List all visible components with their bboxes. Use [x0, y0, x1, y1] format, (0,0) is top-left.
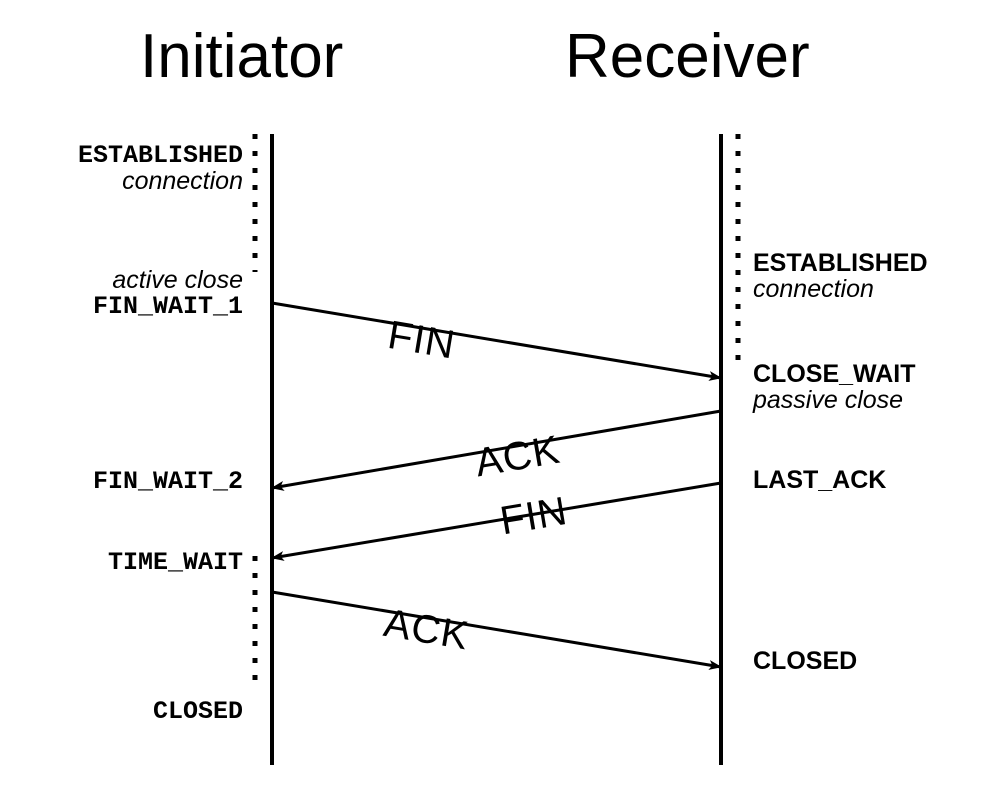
msg-ack-2-arrow: [271, 590, 722, 670]
initiator-time-wait-state: TIME_WAIT: [107, 548, 243, 577]
initiator-fin-wait-1-state: FIN_WAIT_1: [92, 291, 243, 321]
msg-ack-1-arrow: [271, 409, 722, 491]
initiator-fin-wait-1-sub: active close: [112, 266, 243, 294]
message-arrow-layer: [271, 301, 722, 670]
msg-fin-2-arrow: [271, 481, 722, 561]
initiator-established-sub: connection: [122, 166, 243, 195]
page-title-receiver: Receiver: [565, 22, 810, 91]
initiator-closed: CLOSED: [0, 699, 243, 725]
initiator-fin-wait-2-state: FIN_WAIT_2: [92, 467, 243, 496]
lifeline-layer: [270, 134, 723, 765]
receiver-close-wait-state: CLOSE_WAIT: [753, 360, 916, 388]
receiver-closed: CLOSED: [753, 647, 858, 675]
receiver-last-ack-state: LAST_ACK: [753, 466, 887, 494]
receiver-established-sub: connection: [753, 274, 874, 303]
receiver-last-ack: LAST_ACK: [753, 466, 887, 494]
receiver-closed-state: CLOSED: [753, 647, 858, 675]
initiator-time-wait: TIME_WAIT: [0, 550, 243, 576]
initiator-closed-state: CLOSED: [152, 697, 243, 726]
page-title-initiator: Initiator: [140, 22, 344, 91]
receiver-established-state: ESTABLISHED: [753, 249, 928, 277]
initiator-fin-wait-2: FIN_WAIT_2: [0, 469, 243, 495]
initiator-established-state: ESTABLISHED: [77, 141, 243, 170]
dotted-marker-layer: [252, 134, 741, 692]
msg-fin-1-arrow: [271, 301, 722, 381]
receiver-close-wait-sub: passive close: [753, 385, 904, 414]
